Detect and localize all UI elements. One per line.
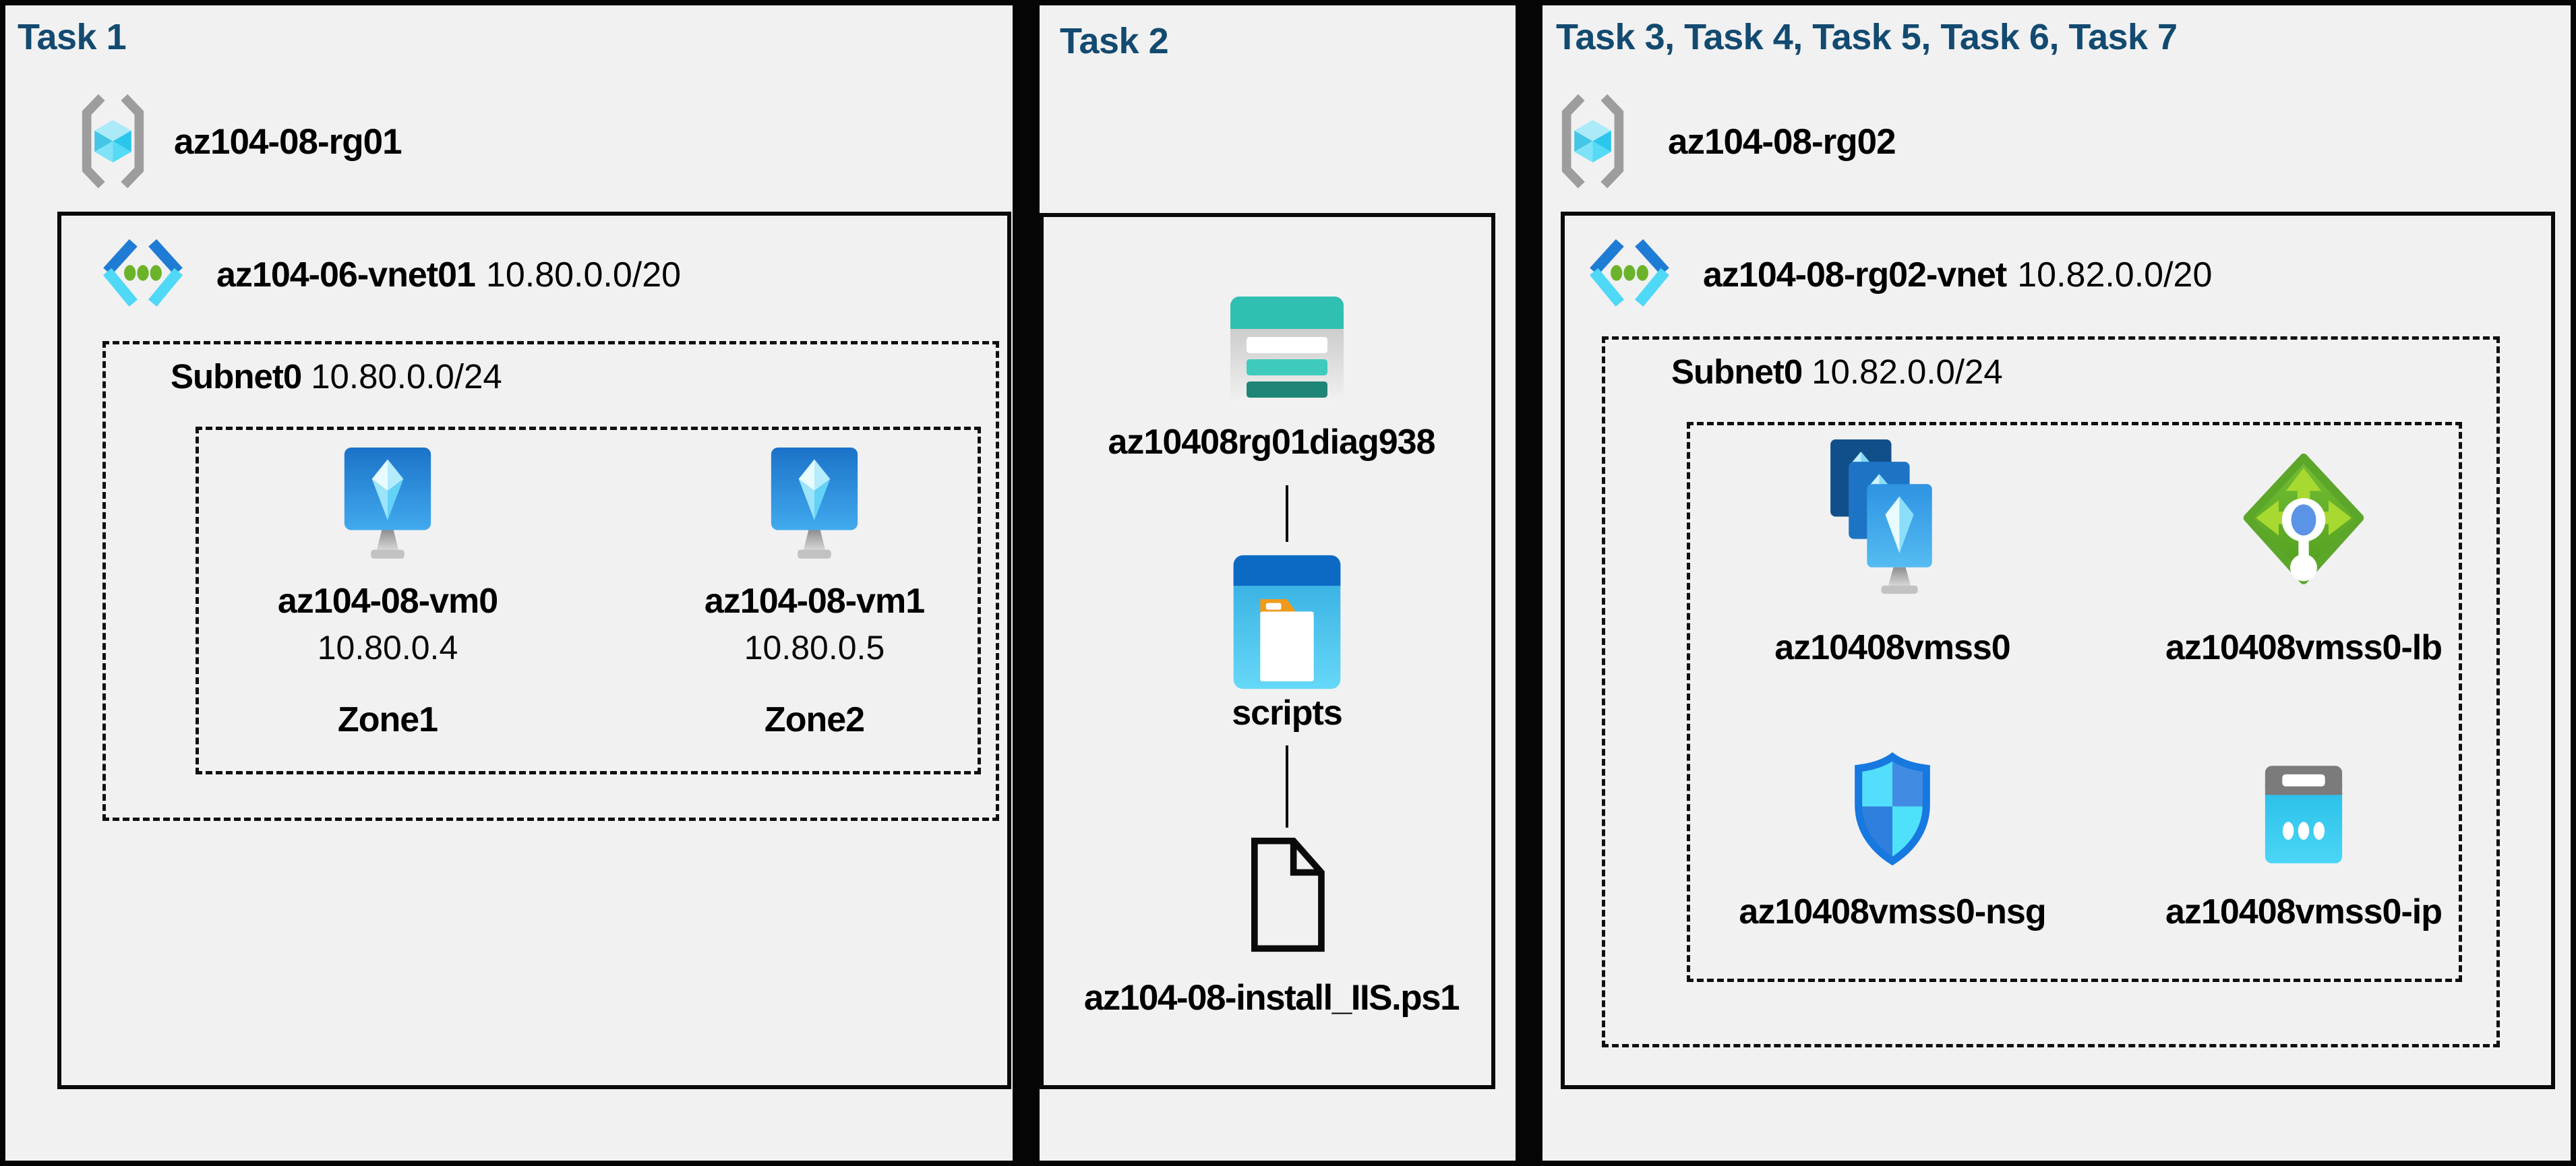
storage-box-task2: az10408rg01diag938 scripts az104-08-inst… [1040, 213, 1495, 1089]
vnet-cidr: 10.82.0.0/20 [2017, 255, 2213, 295]
vmss-name: az10408vmss0 [1774, 628, 2010, 667]
panel-task3-7: Task 3, Task 4, Task 5, Task 6, Task 7 a… [1542, 5, 2571, 1161]
script-file-icon [1251, 837, 1325, 952]
resource-group-name: az104-08-rg01 [174, 122, 402, 162]
vm-group-box: az104-08-vm0 10.80.0.4 Zone1 az104-08-vm… [196, 427, 981, 774]
subnet-cidr: 10.80.0.0/24 [311, 357, 502, 396]
vm-ip: 10.80.0.4 [317, 629, 458, 667]
vm-ip: 10.80.0.5 [744, 629, 885, 667]
public-ip-icon [2265, 766, 2343, 863]
load-balancer-name: az10408vmss0-lb [2165, 628, 2443, 667]
virtual-network-icon [102, 239, 183, 307]
vm-zone: Zone1 [337, 700, 438, 739]
vnet-name: az104-06-vnet01 [216, 255, 476, 295]
resource-group-icon [1561, 94, 1624, 189]
blob-container-icon [1233, 555, 1341, 689]
resource-group-box: az10408vmss0 az10408vmss0-lb [1687, 422, 2462, 982]
subnet-cidr: 10.82.0.0/24 [1811, 352, 2003, 391]
connector-line [1286, 485, 1288, 542]
panel-task2: Task 2 az10408rg01diag938 scripts [1040, 5, 1516, 1161]
panel-title-task1: Task 1 [18, 17, 127, 57]
resource-group-name: az104-08-rg02 [1668, 122, 1896, 162]
vm-zone: Zone2 [764, 700, 865, 739]
virtual-machine-icon [771, 448, 858, 559]
subnet-name: Subnet0 [1671, 352, 1803, 391]
load-balancer-icon [2243, 454, 2364, 584]
script-file-name: az104-08-install_IIS.ps1 [1083, 978, 1460, 1018]
nsg-name: az10408vmss0-nsg [1739, 892, 2046, 931]
container-name: scripts [1232, 694, 1343, 733]
panel-title-task2: Task 2 [1060, 21, 1169, 61]
resource-group-icon [82, 94, 144, 189]
storage-account-icon [1230, 297, 1344, 404]
public-ip-name: az10408vmss0-ip [2165, 892, 2443, 931]
network-security-group-icon [1855, 752, 1930, 866]
vnet-cidr: 10.80.0.0/20 [485, 255, 682, 295]
vnet-name: az104-08-rg02-vnet [1703, 255, 2007, 295]
virtual-network-icon [1589, 239, 1670, 307]
virtual-machine-icon [344, 448, 431, 559]
connector-line [1286, 745, 1288, 828]
vm-name: az104-08-vm1 [704, 582, 925, 621]
subnet-name: Subnet0 [171, 357, 302, 396]
storage-account-name: az10408rg01diag938 [1108, 423, 1435, 462]
panel-title-task3-7: Task 3, Task 4, Task 5, Task 6, Task 7 [1556, 17, 2178, 57]
vm-scale-set-icon [1830, 439, 1932, 594]
vm-name: az104-08-vm0 [277, 582, 498, 621]
